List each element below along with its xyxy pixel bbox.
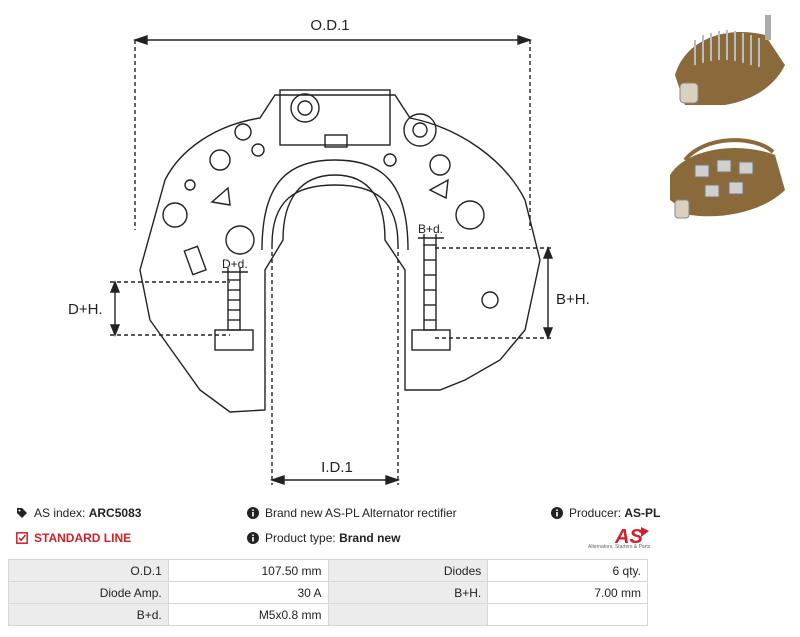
id-dimension-label: I.D.1: [321, 459, 353, 476]
product-type-label: Product type:: [265, 531, 336, 545]
technical-drawing: O.D.1 I.D.1 B+H. D+H. B+d. D+d.: [68, 17, 590, 485]
spec-value: M5x0.8 mm: [167, 603, 329, 626]
info-icon: [247, 507, 259, 519]
table-row: B+d. M5x0.8 mm: [8, 603, 648, 626]
as-pl-logo: AS: [614, 526, 649, 548]
product-type: Product type: Brand new: [247, 531, 400, 545]
spec-value: [487, 603, 648, 626]
product-description: Brand new AS-PL Alternator rectifier: [247, 506, 457, 520]
spec-label: [327, 603, 489, 626]
product-photo-top: [675, 15, 785, 105]
spec-label: Diode Amp.: [8, 581, 169, 604]
as-index: AS index: ARC5083: [16, 506, 141, 520]
producer-value: AS-PL: [624, 506, 661, 520]
dh-dimension-label: D+H.: [68, 301, 103, 318]
spec-label: B+H.: [327, 581, 489, 604]
producer-label: Producer:: [569, 506, 622, 520]
bd-dimension-label: B+d.: [418, 222, 443, 236]
spec-value: 30 A: [167, 581, 329, 604]
info-icon: [247, 532, 259, 544]
producer: Producer: AS-PL: [551, 506, 660, 520]
spec-label: O.D.1: [8, 559, 169, 582]
od-dimension-label: O.D.1: [310, 17, 349, 34]
table-row: O.D.1 107.50 mm Diodes 6 qty.: [8, 559, 648, 582]
as-index-label: AS index:: [34, 506, 86, 520]
standard-line-badge: STANDARD LINE: [16, 531, 131, 545]
logo-tagline: Alternators, Starters & Parts: [588, 544, 651, 550]
spec-table: O.D.1 107.50 mm Diodes 6 qty. Diode Amp.…: [8, 559, 648, 626]
spec-value: 7.00 mm: [487, 581, 648, 604]
product-photo-bottom: [670, 138, 785, 219]
table-row: Diode Amp. 30 A B+H. 7.00 mm: [8, 581, 648, 604]
logo-text: AS: [614, 526, 643, 548]
spec-value: 6 qty.: [487, 559, 648, 582]
standard-line-text: STANDARD LINE: [34, 531, 132, 545]
spec-label: Diodes: [327, 559, 489, 582]
as-index-value: ARC5083: [88, 506, 142, 520]
product-type-value: Brand new: [339, 531, 401, 545]
spec-label: B+d.: [8, 603, 169, 626]
info-icon: [551, 507, 563, 519]
dd-dimension-label: D+d.: [222, 257, 248, 271]
check-square-icon: [16, 532, 28, 544]
product-description-text: Brand new AS-PL Alternator rectifier: [265, 506, 457, 520]
bh-dimension-label: B+H.: [556, 291, 590, 308]
tag-icon: [17, 508, 27, 518]
spec-value: 107.50 mm: [167, 559, 329, 582]
